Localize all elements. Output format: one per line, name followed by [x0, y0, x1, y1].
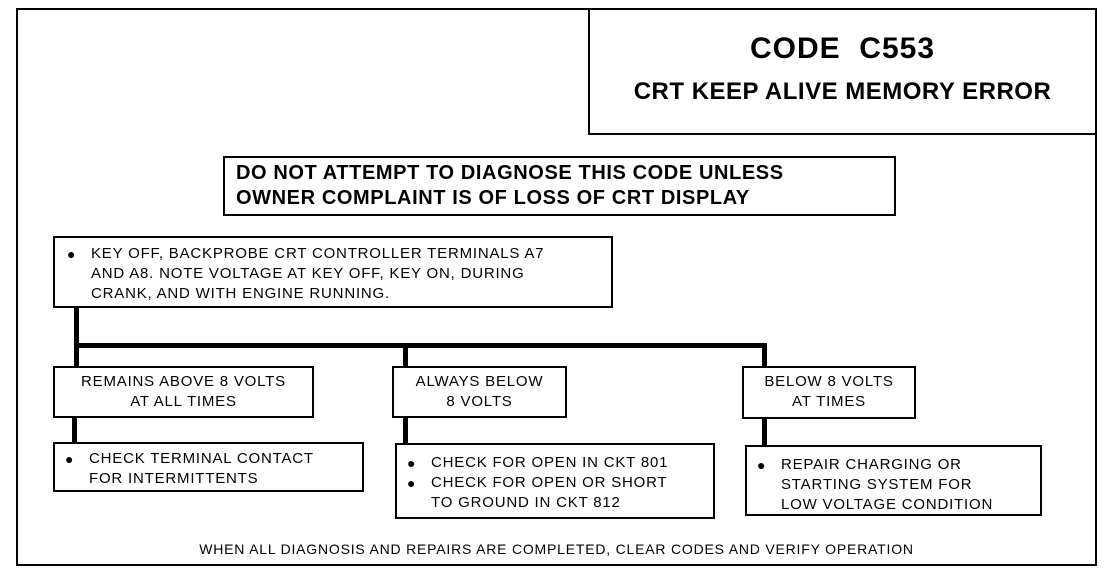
bullet-icon: ●	[67, 246, 77, 262]
action-line-2: TO GROUND IN CKT 812	[431, 494, 621, 511]
result-box-below-at-times: BELOW 8 VOLTS AT TIMES	[742, 366, 916, 419]
action-line-1: CHECK TERMINAL CONTACT	[89, 450, 314, 467]
connector-branch-2	[403, 345, 408, 366]
result-line-1: ALWAYS BELOW	[415, 373, 544, 390]
result-line-2: 8 VOLTS	[446, 393, 513, 410]
result-line-1: REMAINS ABOVE 8 VOLTS	[81, 373, 286, 390]
bullet-icon: ●	[407, 455, 417, 471]
warning-line-1: DO NOT ATTEMPT TO DIAGNOSE THIS CODE UNL…	[236, 162, 784, 184]
result-line-2: AT TIMES	[792, 393, 866, 410]
action-line-2: STARTING SYSTEM FOR	[781, 476, 973, 493]
connector-result-2-action	[403, 418, 408, 443]
bullet-icon: ●	[757, 457, 767, 473]
action-line-2: FOR INTERMITTENTS	[89, 470, 259, 487]
warning-line-2: OWNER COMPLAINT IS OF LOSS OF CRT DISPLA…	[236, 187, 750, 209]
code-title: CODE C553	[749, 32, 936, 65]
step-line-3: CRANK, AND WITH ENGINE RUNNING.	[91, 285, 390, 302]
diagram-frame	[16, 8, 1097, 566]
footer-note: WHEN ALL DIAGNOSIS AND REPAIRS ARE COMPL…	[199, 541, 914, 557]
step-line-2: AND A8. NOTE VOLTAGE AT KEY OFF, KEY ON,…	[91, 265, 525, 282]
connector-step-down	[74, 308, 79, 366]
result-box-always-below: ALWAYS BELOW 8 VOLTS	[392, 366, 567, 418]
connector-horizontal-bar	[74, 343, 767, 348]
action-line-1: CHECK FOR OPEN OR SHORT	[431, 474, 668, 491]
action-line-1: CHECK FOR OPEN IN CKT 801	[431, 454, 669, 471]
code-subtitle: CRT KEEP ALIVE MEMORY ERROR	[633, 78, 1052, 105]
warning-box: DO NOT ATTEMPT TO DIAGNOSE THIS CODE UNL…	[223, 156, 896, 216]
action-line-1: REPAIR CHARGING OR	[781, 456, 962, 473]
action-box-repair-charging: ● REPAIR CHARGING OR STARTING SYSTEM FOR…	[745, 445, 1042, 516]
action-box-check-terminal: ● CHECK TERMINAL CONTACT FOR INTERMITTEN…	[53, 442, 364, 492]
action-line-3: LOW VOLTAGE CONDITION	[781, 496, 994, 513]
result-line-2: AT ALL TIMES	[130, 393, 237, 410]
action-box-check-circuits: ● CHECK FOR OPEN IN CKT 801 ● CHECK FOR …	[395, 443, 715, 519]
title-box: CODE C553 CRT KEEP ALIVE MEMORY ERROR	[588, 8, 1097, 135]
connector-result-1-action	[72, 418, 77, 442]
result-box-above-8-volts: REMAINS ABOVE 8 VOLTS AT ALL TIMES	[53, 366, 314, 418]
bullet-icon: ●	[65, 451, 75, 467]
bullet-icon: ●	[407, 475, 417, 491]
step-line-1: KEY OFF, BACKPROBE CRT CONTROLLER TERMIN…	[91, 245, 545, 262]
diagnostic-step-box: ● KEY OFF, BACKPROBE CRT CONTROLLER TERM…	[53, 236, 613, 308]
connector-result-3-action	[762, 419, 767, 445]
connector-branch-3	[762, 345, 767, 366]
result-line-1: BELOW 8 VOLTS	[764, 373, 894, 390]
